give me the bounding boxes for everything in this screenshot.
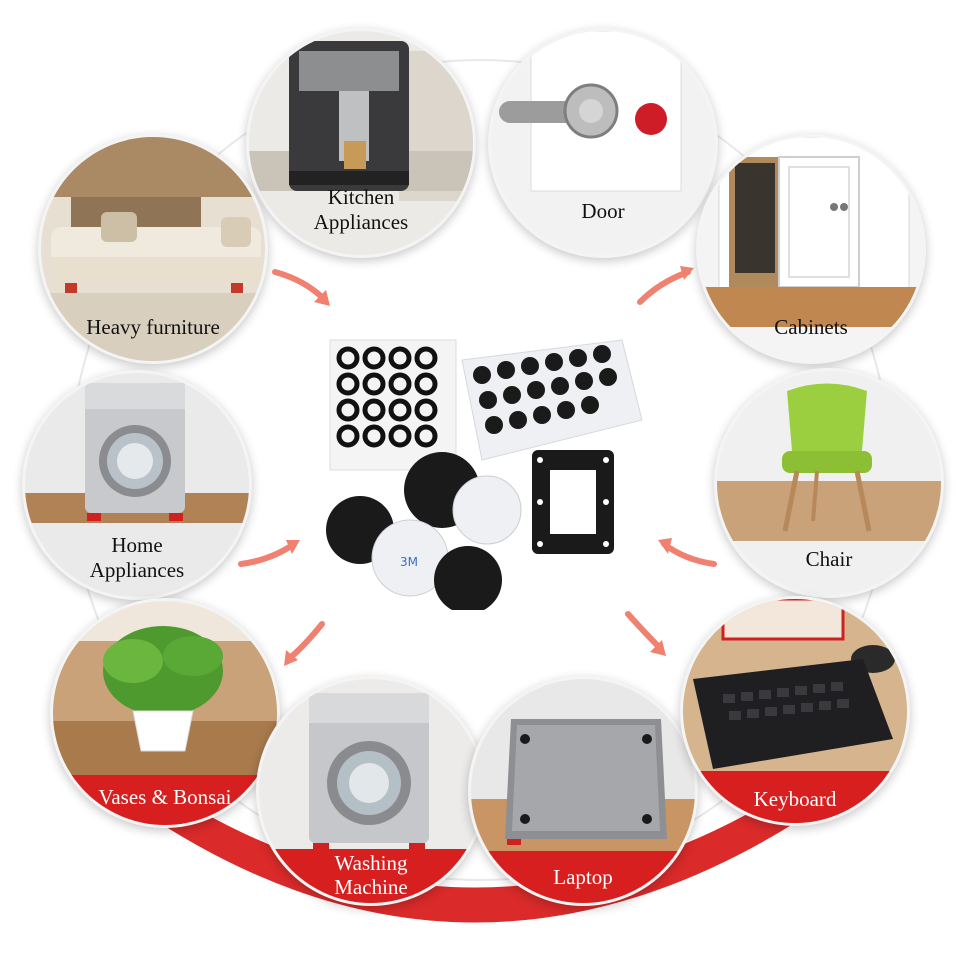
chair-label: Chair <box>805 547 853 571</box>
washing-label-line1: Washing <box>334 851 408 875</box>
home-appliances-label: Home Appliances <box>25 533 249 583</box>
kitchen-appliances-bubble: Kitchen Appliances <box>246 28 476 258</box>
home-appliances-bubble: Home Appliances <box>22 370 252 600</box>
washing-machine-bubble: Washing Machine <box>256 676 486 906</box>
vases-bonsai-bubble: Vases & Bonsai <box>50 598 280 828</box>
arrow-heavy-furniture-icon <box>272 269 330 306</box>
keyboard-band <box>683 771 907 823</box>
chair-bubble: Chair <box>714 368 944 598</box>
arrow-cabinets-icon <box>637 266 694 305</box>
vases-band <box>53 775 277 825</box>
laptop-image <box>471 679 695 903</box>
laptop-band <box>471 851 695 903</box>
arrow-keyboard-icon <box>625 611 666 656</box>
door-bubble: Door <box>488 28 718 258</box>
washing-machine-label: Washing Machine <box>259 851 483 899</box>
kitchen-label-line2: Appliances <box>313 210 409 234</box>
washer-home-image <box>25 373 249 597</box>
heavy-furniture-label: Heavy furniture <box>86 315 220 339</box>
cabinets-label: Cabinets <box>774 315 848 339</box>
sofa-image <box>41 137 265 361</box>
arrow-vases-icon <box>284 621 325 666</box>
kitchen-appliances-label: Kitchen Appliances <box>249 185 473 235</box>
door-stopper-image <box>491 31 715 255</box>
arrow-chair-icon <box>658 538 717 567</box>
laptop-label: Laptop <box>553 865 613 889</box>
rubber-pads-center-image: 3M <box>326 339 643 610</box>
door-label: Door <box>581 199 625 223</box>
chair-image <box>717 371 941 595</box>
arrow-home-appliances-icon <box>238 540 300 567</box>
laptop-bubble: Laptop <box>468 676 698 906</box>
keyboard-label: Keyboard <box>753 787 837 811</box>
cabinets-bubble: Cabinets <box>696 134 926 364</box>
vases-bonsai-label: Vases & Bonsai <box>98 785 232 809</box>
home-label-line2: Appliances <box>89 558 185 582</box>
washing-label-line2: Machine <box>334 875 408 899</box>
kitchen-label-line1: Kitchen <box>327 185 395 209</box>
home-label-line1: Home <box>111 533 163 557</box>
heavy-furniture-bubble: Heavy furniture <box>38 134 268 364</box>
cabinet-image <box>699 137 923 361</box>
adhesive-brand-text: 3M <box>400 555 418 569</box>
coffee-machine-image <box>249 31 473 255</box>
washing-band <box>259 849 483 903</box>
keyboard-bubble: Keyboard <box>680 596 910 826</box>
